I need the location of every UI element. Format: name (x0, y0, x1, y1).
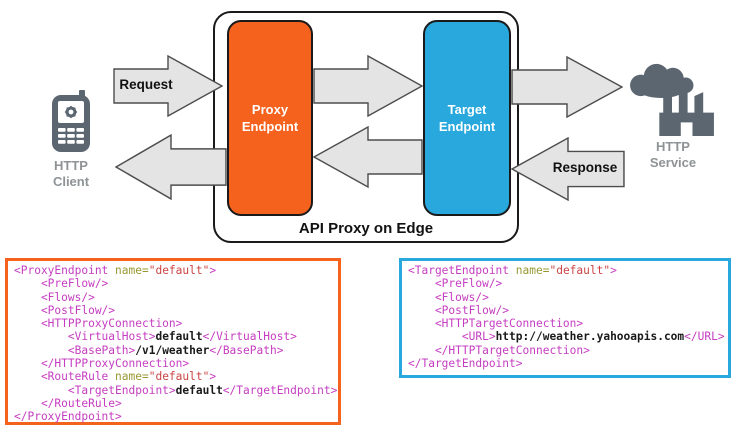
response-arrow-label: Response (552, 160, 618, 175)
code-line: </HTTPTargetConnection> (408, 343, 590, 357)
code-line: <PreFlow/> (14, 277, 109, 291)
code-line: <TargetEndpoint name="default"> (408, 264, 617, 277)
http-service-label: HTTP Service (649, 139, 697, 170)
code-line: <RouteRule name="default"> (14, 370, 217, 384)
api-proxy-container-label: API Proxy on Edge (298, 220, 434, 237)
code-line: <PreFlow/> (408, 277, 503, 291)
target-to-proxy-arrow (313, 126, 423, 188)
code-line: <Flows/> (14, 290, 95, 304)
proxy-endpoint-box: Proxy Endpoint (227, 20, 313, 216)
code-line: </RouteRule> (14, 396, 122, 410)
code-line: <PostFlow/> (408, 303, 510, 317)
target-to-service-arrow (511, 56, 623, 118)
response-arrow (511, 137, 625, 201)
code-line: </TargetEndpoint> (408, 357, 523, 371)
code-line: <Flows/> (408, 290, 489, 304)
target-endpoint-box: Target Endpoint (423, 20, 511, 216)
proxy-endpoint-label: Proxy Endpoint (241, 102, 299, 134)
proxy-endpoint-code-block: <ProxyEndpoint name="default"> <PreFlow/… (5, 258, 341, 425)
response-to-client-arrow (115, 134, 227, 200)
proxy-to-target-arrow (313, 55, 423, 117)
code-line: <VirtualHost>default</VirtualHost> (14, 330, 297, 344)
code-line: <TargetEndpoint>default</TargetEndpoint> (14, 383, 338, 397)
code-line: <HTTPTargetConnection> (408, 317, 584, 331)
code-line: <ProxyEndpoint name="default"> (14, 264, 217, 277)
code-line: <HTTPProxyConnection> (14, 317, 183, 331)
factory-icon (630, 63, 714, 137)
http-client-label: HTTP Client (52, 158, 90, 189)
code-line: </ProxyEndpoint> (14, 410, 122, 424)
target-endpoint-label: Target Endpoint (438, 102, 496, 134)
mobile-phone-icon (52, 90, 90, 152)
request-arrow-label: Request (119, 77, 173, 92)
code-line: <PostFlow/> (14, 303, 116, 317)
code-line: </HTTPProxyConnection> (14, 357, 190, 371)
code-line: <BasePath>/v1/weather</BasePath> (14, 343, 284, 357)
target-endpoint-code-block: <TargetEndpoint name="default"> <PreFlow… (399, 258, 731, 378)
code-line: <URL>http://weather.yahooapis.com</URL> (408, 330, 725, 344)
request-arrow (113, 55, 223, 117)
